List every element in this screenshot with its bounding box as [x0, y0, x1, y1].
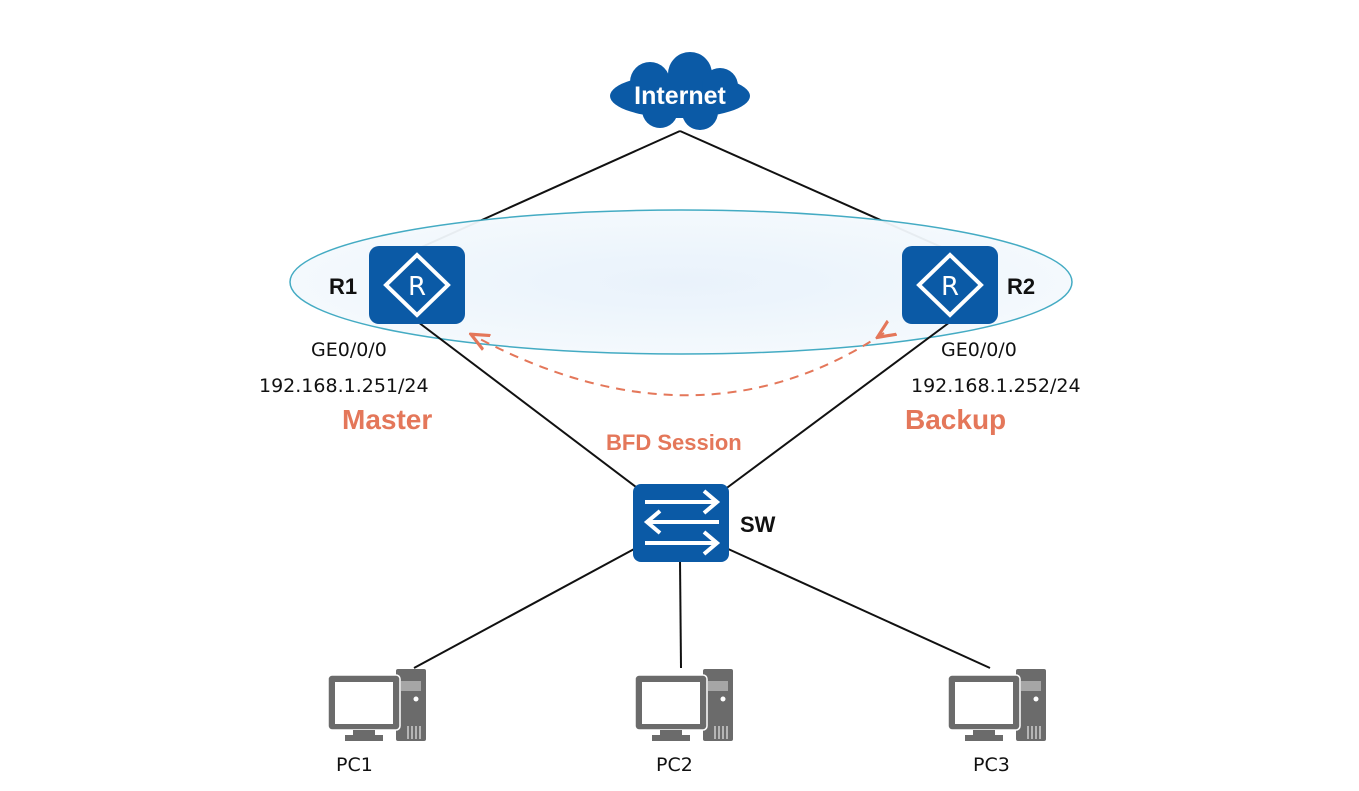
router-r2[interactable]: R: [902, 246, 998, 324]
link-sw-pc2: [679, 559, 682, 669]
internet-label: Internet: [634, 82, 726, 110]
cloud-icon: [610, 52, 750, 130]
switch-sw[interactable]: [633, 484, 729, 562]
r2-interface: GE0/0/0: [941, 339, 1017, 361]
pc-icon: [947, 668, 1047, 742]
pc1-label: PC1: [336, 754, 373, 776]
r1-interface: GE0/0/0: [311, 339, 387, 361]
link-sw-pc1: [413, 547, 637, 669]
switch-icon: [643, 489, 721, 556]
pc-icon: [634, 668, 734, 742]
switch-name: SW: [740, 512, 776, 537]
vrrp-group-ellipse: [289, 209, 1073, 355]
link-r2-sw: [723, 321, 951, 491]
router-r1[interactable]: R: [369, 246, 465, 324]
r1-name: R1: [329, 274, 357, 299]
pc-icon: [327, 668, 427, 742]
r1-role: Master: [342, 404, 432, 435]
router-icon: R: [383, 252, 451, 318]
r2-name: R2: [1007, 274, 1035, 299]
link-r1-sw: [417, 321, 641, 491]
pc2-label: PC2: [656, 754, 693, 776]
r2-role: Backup: [905, 404, 1006, 435]
link-sw-pc3: [725, 547, 991, 669]
pc3-label: PC3: [973, 754, 1010, 776]
svg-text:R: R: [408, 272, 426, 302]
r1-ip: 192.168.1.251/24: [259, 375, 429, 397]
pc1[interactable]: [327, 668, 427, 742]
pc3[interactable]: [947, 668, 1047, 742]
svg-text:R: R: [941, 272, 959, 302]
bfd-label: BFD Session: [606, 430, 742, 455]
pc2[interactable]: [634, 668, 734, 742]
r2-ip: 192.168.1.252/24: [911, 375, 1081, 397]
router-icon: R: [916, 252, 984, 318]
